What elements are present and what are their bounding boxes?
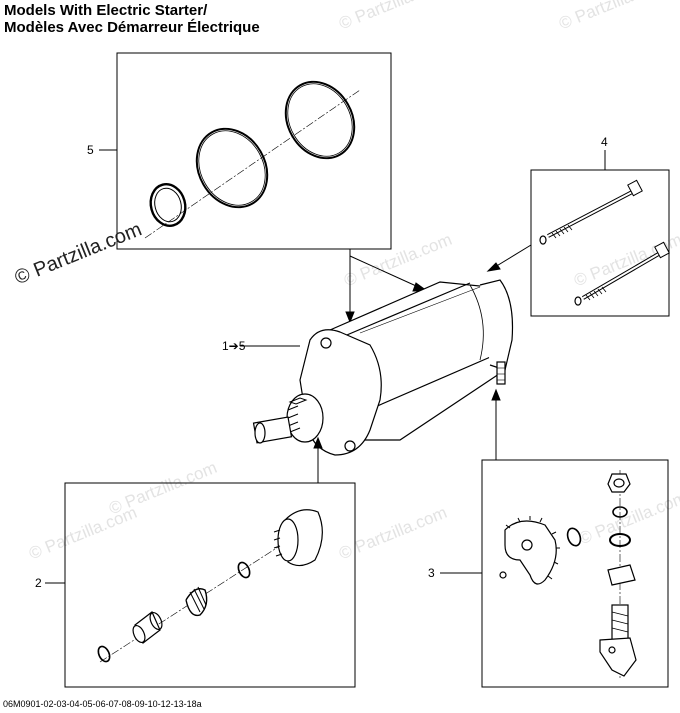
terminal-clip xyxy=(607,564,636,586)
diagram-reference-code: 06M0901-02-03-04-05-06-07-08-09-10-12-13… xyxy=(3,699,202,709)
through-bolt-lower xyxy=(574,241,670,306)
callout-2: 2 xyxy=(35,576,42,590)
o-ring-small xyxy=(149,183,187,227)
arrow-line xyxy=(349,255,426,291)
callout-4: 4 xyxy=(601,135,608,149)
drive-spring xyxy=(185,586,208,617)
alignment-axis xyxy=(144,89,361,239)
arrow-head xyxy=(486,262,501,272)
group-3-box xyxy=(481,459,669,688)
callout-1-5: 1➔5 xyxy=(222,339,246,353)
pinion-drive xyxy=(273,509,323,567)
o-ring-large xyxy=(284,80,356,160)
through-bolt-upper xyxy=(539,179,643,245)
starter-motor xyxy=(252,279,514,456)
washer-small xyxy=(237,561,251,579)
terminal-washer-2 xyxy=(609,533,631,547)
arrow-head xyxy=(345,311,355,324)
retaining-clip xyxy=(97,645,111,663)
diagram-title-en: Models With Electric Starter/ xyxy=(4,2,208,19)
arrow-head xyxy=(491,388,501,401)
group-5-box xyxy=(116,52,392,250)
callout-5: 5 xyxy=(87,143,94,157)
mounting-bracket xyxy=(499,516,560,585)
callout-3: 3 xyxy=(428,566,435,580)
diagram-title-fr: Modèles Avec Démarreur Électrique xyxy=(4,19,260,36)
terminal-o-ring xyxy=(566,527,582,547)
group-2-box xyxy=(64,482,356,688)
terminal-nut xyxy=(607,473,631,493)
group-4-box xyxy=(530,169,670,317)
terminal-stud xyxy=(599,604,637,677)
o-ring-medium xyxy=(195,127,269,209)
arrow-head xyxy=(313,436,323,449)
terminal-washer-1 xyxy=(612,506,628,518)
drive-sleeve xyxy=(132,611,163,644)
